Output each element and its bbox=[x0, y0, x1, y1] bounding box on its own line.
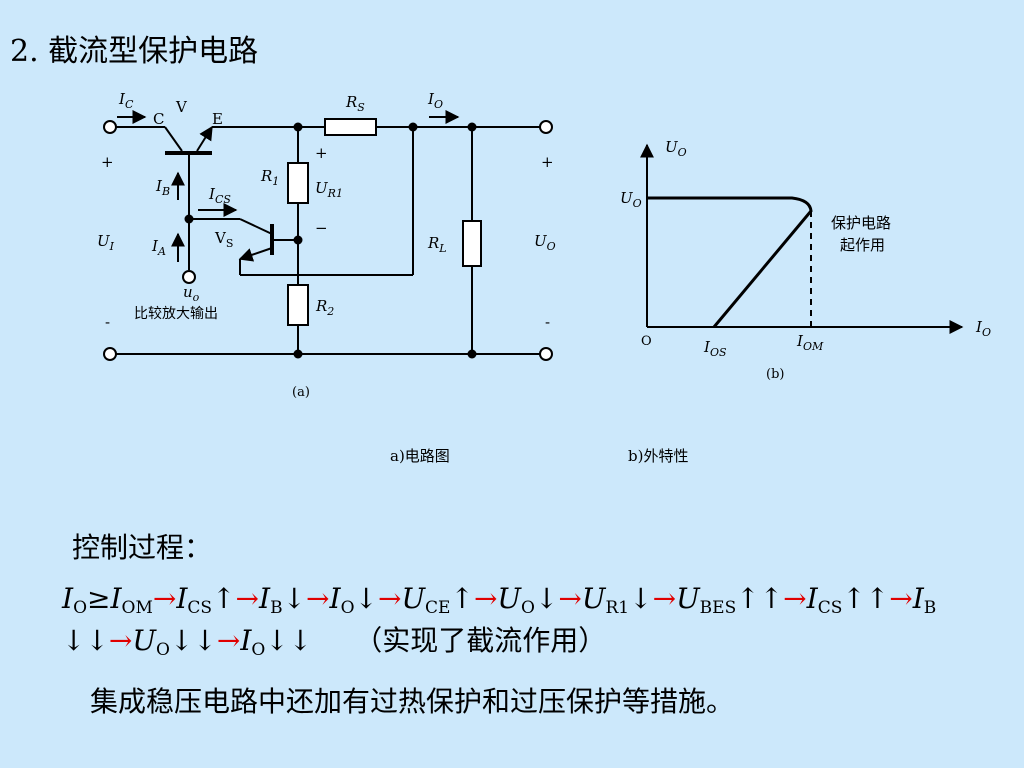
x-axis-label: IO bbox=[975, 318, 991, 339]
ui-label: UI bbox=[97, 232, 115, 253]
r2-label: R2 bbox=[315, 297, 334, 318]
io-label: IO bbox=[427, 90, 443, 111]
output-curve bbox=[647, 196, 813, 328]
caption-b: b)外特性 bbox=[628, 447, 688, 465]
plus-right: + bbox=[541, 153, 554, 171]
iom-label: IOM bbox=[796, 332, 824, 353]
v-emitter-lead bbox=[196, 125, 213, 152]
vs-collector-lead bbox=[239, 218, 273, 235]
origin-label: O bbox=[641, 334, 652, 349]
ur1-label: UR1 bbox=[315, 179, 343, 200]
rl-label: RL bbox=[427, 234, 447, 255]
annotation-line2: 起作用 bbox=[840, 236, 885, 254]
ib-label: IB bbox=[155, 177, 170, 198]
input-terminal-top bbox=[103, 120, 117, 134]
minus-right: - bbox=[545, 313, 550, 331]
control-heading: 控制过程： bbox=[72, 531, 213, 564]
annotation-line1: 保护电路 bbox=[831, 214, 891, 232]
uo-label: UO bbox=[534, 232, 556, 253]
r2-resistor bbox=[287, 284, 309, 326]
minus-left: - bbox=[105, 313, 110, 331]
ios-label: IOS bbox=[703, 338, 727, 359]
slide-title: 2. 截流型保护电路 bbox=[10, 34, 259, 69]
circuit-diagram: IC V C E RS IO + + + IB ICS R1 UR1 − UI … bbox=[97, 90, 991, 465]
rs-resistor bbox=[324, 118, 377, 136]
graph-b bbox=[640, 143, 964, 334]
vs-emitter-lead bbox=[238, 247, 273, 262]
graph-labels: UO UO 保护电路 起作用 O IOS IOM IO (b) bbox=[620, 138, 991, 382]
circuit-a bbox=[103, 110, 553, 361]
v-label: V bbox=[175, 98, 188, 116]
summary-text: 集成稳压电路中还加有过热保护和过压保护等措施。 bbox=[90, 685, 735, 718]
junction-dots bbox=[184, 122, 477, 359]
minus-r1: − bbox=[315, 219, 328, 237]
uo-small-label: uo bbox=[183, 283, 200, 304]
caption-b-inner: (b) bbox=[766, 367, 784, 382]
output-terminal-bottom bbox=[539, 347, 553, 361]
ia-label: IA bbox=[151, 237, 166, 258]
caption-a: a)电路图 bbox=[390, 447, 450, 465]
circuit-labels: IC V C E RS IO + + + IB ICS R1 UR1 − UI … bbox=[97, 90, 556, 400]
plus-left: + bbox=[101, 153, 114, 171]
y-axis-label: UO bbox=[665, 138, 687, 159]
ics-label: ICS bbox=[208, 185, 231, 206]
vs-label: VS bbox=[214, 229, 233, 250]
input-terminal-bottom bbox=[103, 347, 117, 361]
c-label: C bbox=[153, 110, 164, 128]
plus-r1: + bbox=[315, 144, 328, 162]
ic-label: IC bbox=[118, 90, 134, 111]
uo-level-label: UO bbox=[620, 189, 642, 210]
rl-resistor bbox=[462, 220, 482, 267]
comparator-label: 比较放大输出 bbox=[134, 306, 218, 322]
uo-terminal bbox=[182, 270, 196, 284]
control-chain: IO≥IOM→ICS↑→IB↓→IO↓→UCE↑→UO↓→UR1↓→UBES↑↑… bbox=[62, 582, 937, 660]
e-label: E bbox=[212, 110, 223, 128]
caption-a-inner: (a) bbox=[292, 385, 310, 400]
v-collector-lead bbox=[164, 126, 183, 152]
r1-resistor bbox=[287, 162, 309, 204]
r1-label: R1 bbox=[260, 167, 279, 188]
output-terminal-top bbox=[539, 120, 553, 134]
rs-label: RS bbox=[345, 93, 365, 114]
